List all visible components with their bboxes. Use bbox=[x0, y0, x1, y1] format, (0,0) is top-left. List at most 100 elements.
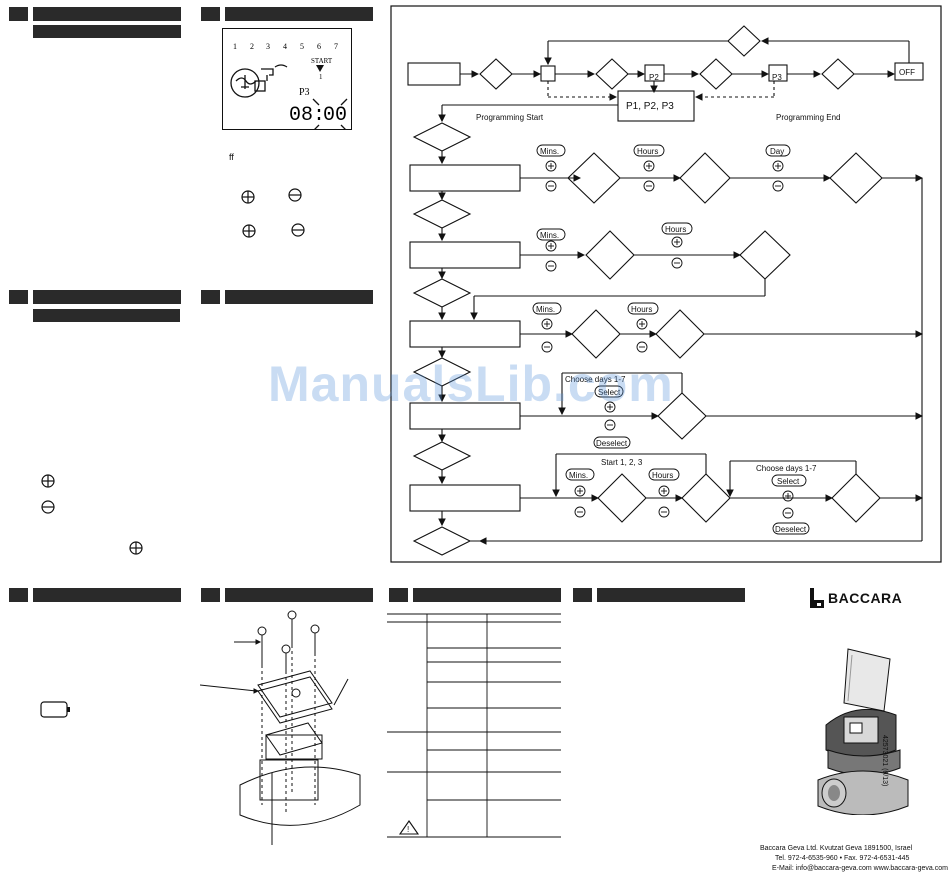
minus-icon bbox=[545, 180, 557, 192]
minus-icon bbox=[41, 500, 55, 514]
minus-icon bbox=[604, 419, 616, 431]
programming-flowchart: P2 P3 OFF P1, P2, P3 Programming Start P… bbox=[390, 5, 942, 563]
decision-diamond bbox=[657, 392, 707, 440]
minus-icon bbox=[782, 507, 794, 519]
section-number-box bbox=[201, 588, 220, 602]
minus-icon bbox=[291, 223, 305, 237]
section-header-8 bbox=[573, 588, 745, 602]
brand-name: BACCARA bbox=[828, 590, 903, 606]
section-title-bar bbox=[413, 588, 561, 602]
lcd-day-6: 6 bbox=[317, 42, 321, 51]
svg-text:!: ! bbox=[407, 825, 409, 834]
flowchart-frame bbox=[390, 5, 942, 563]
section-title-bar bbox=[225, 290, 373, 304]
screw-icon bbox=[257, 626, 267, 665]
base-housing bbox=[239, 766, 361, 826]
plus-minus-icons-2 bbox=[41, 474, 143, 555]
step-box-1 bbox=[409, 164, 521, 192]
battery-icon bbox=[40, 701, 70, 718]
section-title-bar bbox=[33, 7, 181, 21]
choose-days-label-1: Choose days 1-7 bbox=[565, 375, 626, 384]
plus-icon bbox=[636, 318, 648, 330]
lcd-graphic: 1 2 3 4 5 6 7 START 1 P3 08 : 00 bbox=[230, 42, 348, 132]
section-title-bar bbox=[597, 588, 745, 602]
lcd-time-minutes: 00 bbox=[323, 104, 347, 127]
mins-pill-3: Mins. bbox=[536, 305, 555, 314]
section-number-box bbox=[389, 588, 408, 602]
baccara-logo-icon bbox=[810, 588, 824, 608]
assembly-diagram bbox=[200, 610, 361, 845]
document-code: 42573021 (6/13) bbox=[881, 735, 888, 787]
ff-text: ff bbox=[229, 152, 234, 162]
decision-diamond bbox=[567, 152, 621, 204]
decision-diamond bbox=[739, 230, 791, 280]
decision-diamond bbox=[412, 199, 472, 229]
module-box bbox=[265, 722, 323, 756]
decision-diamond bbox=[571, 309, 621, 359]
step-box-2 bbox=[409, 241, 521, 269]
minus-icon bbox=[772, 180, 784, 192]
lcd-start-label: START bbox=[311, 57, 333, 65]
start-box bbox=[407, 62, 461, 86]
screw-icon bbox=[287, 610, 297, 645]
minus-icon bbox=[541, 341, 553, 353]
p3-label: P3 bbox=[772, 73, 782, 82]
section-subtitle-bar bbox=[33, 25, 181, 38]
plus-icon bbox=[545, 240, 557, 252]
screw-icon bbox=[281, 644, 291, 671]
plus-icon bbox=[574, 485, 586, 497]
plus-icon bbox=[545, 160, 557, 172]
decision-diamond bbox=[412, 122, 472, 152]
minus-icon bbox=[671, 257, 683, 269]
section-number-box bbox=[9, 290, 28, 304]
watermark: ManualsLib.com bbox=[268, 356, 674, 412]
footer-address: Baccara Geva Ltd. Kvutzat Geva 1891500, … bbox=[760, 845, 913, 852]
section-header-1 bbox=[9, 7, 181, 21]
decision-diamond bbox=[597, 473, 647, 523]
plus-icon bbox=[541, 318, 553, 330]
decision-diamond bbox=[821, 58, 855, 90]
select-pill-2: Select bbox=[777, 477, 800, 486]
deselect-pill-1: Deselect bbox=[596, 439, 628, 448]
decision-diamond bbox=[412, 278, 472, 308]
lcd-program: P3 bbox=[299, 87, 310, 98]
lcd-display: 1 2 3 4 5 6 7 START 1 P3 08 : 00 bbox=[222, 28, 352, 132]
plus-icon bbox=[671, 236, 683, 248]
plus-icon bbox=[782, 490, 794, 502]
plus-icon bbox=[241, 190, 255, 204]
decision-diamond bbox=[412, 526, 472, 556]
start-marker-icon bbox=[316, 65, 324, 72]
decision-diamond bbox=[699, 58, 733, 90]
section-header-3 bbox=[9, 290, 181, 304]
mins-pill-1: Mins. bbox=[540, 147, 559, 156]
section-header-5 bbox=[9, 588, 181, 602]
p3-box bbox=[768, 64, 788, 82]
programming-start-label: Programming Start bbox=[476, 113, 544, 122]
lcd-day-7: 7 bbox=[334, 42, 338, 51]
plus-icon bbox=[772, 160, 784, 172]
lcd-time-colon: : bbox=[313, 104, 325, 127]
decision-diamond bbox=[829, 152, 883, 204]
section-number-box bbox=[201, 290, 220, 304]
step-box-3 bbox=[409, 320, 521, 348]
section-title-bar bbox=[33, 290, 181, 304]
minus-icon bbox=[574, 506, 586, 518]
section-header-7 bbox=[389, 588, 561, 602]
decision-diamond bbox=[655, 309, 705, 359]
hand-tap-icon bbox=[230, 64, 288, 98]
hours-pill-4: Hours bbox=[652, 471, 673, 480]
section-number-box bbox=[9, 7, 28, 21]
minus-icon bbox=[288, 188, 302, 202]
choose-days-label-2: Choose days 1-7 bbox=[756, 464, 817, 473]
footer-email: E-Mail: info@baccara-geva.com www.baccar… bbox=[772, 865, 948, 872]
minus-icon bbox=[636, 341, 648, 353]
p2-label: P2 bbox=[649, 73, 659, 82]
section-subtitle-bar bbox=[33, 309, 180, 322]
plus-minus-icons bbox=[241, 188, 305, 238]
lcd-day-4: 4 bbox=[283, 42, 287, 51]
start-123-label: Start 1, 2, 3 bbox=[601, 458, 643, 467]
section-header-6 bbox=[201, 588, 373, 602]
lcd-start-day: 1 bbox=[319, 73, 323, 81]
decision-diamond bbox=[681, 473, 731, 523]
section-number-box bbox=[9, 588, 28, 602]
